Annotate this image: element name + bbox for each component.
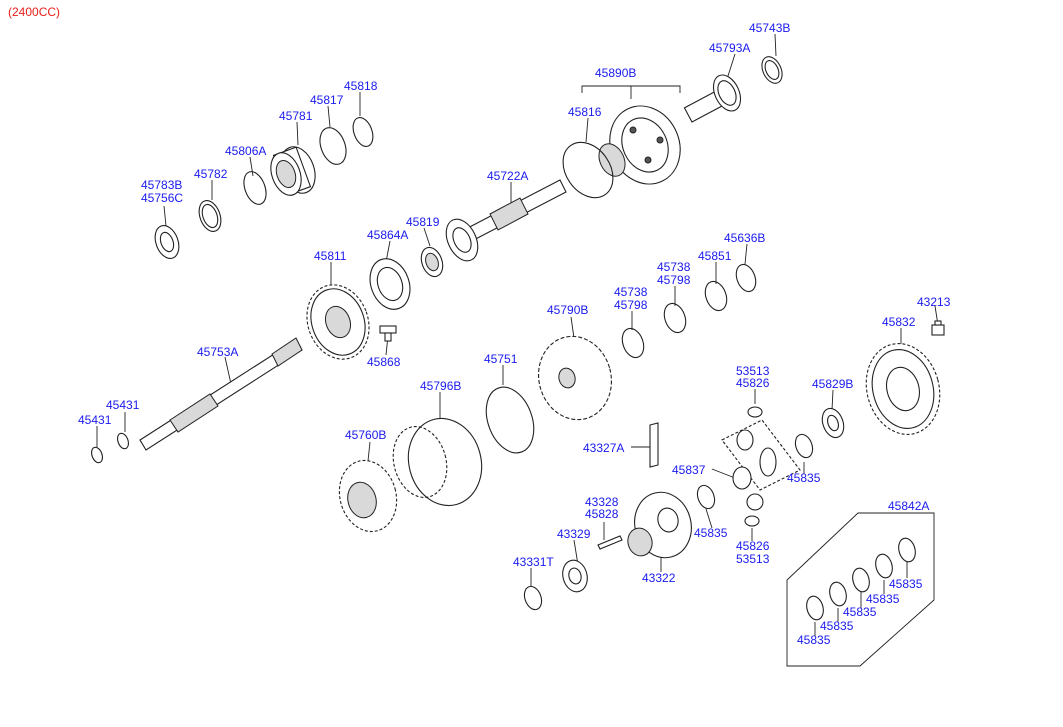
- gear-45811[interactable]: [297, 276, 379, 368]
- label-45826-upper[interactable]: 45826: [736, 376, 770, 390]
- washer-45826a[interactable]: [747, 406, 763, 418]
- label-45835-kit-2[interactable]: 45835: [866, 592, 900, 606]
- label-45753A[interactable]: 45753A: [197, 345, 239, 359]
- label-43329[interactable]: 43329: [557, 527, 591, 541]
- ring-45806A[interactable]: [240, 169, 270, 208]
- label-45835-kit-4[interactable]: 45835: [820, 619, 854, 633]
- drum-45790B[interactable]: [529, 328, 620, 428]
- label-45811[interactable]: 45811: [314, 249, 347, 263]
- label-45796B[interactable]: 45796B: [420, 379, 462, 393]
- label-45431-left[interactable]: 45431: [78, 413, 112, 427]
- bolt-45868[interactable]: [379, 325, 397, 342]
- ring-45816[interactable]: [553, 133, 623, 207]
- gear-45743B-snap-ring[interactable]: [758, 54, 786, 87]
- label-45798-lower[interactable]: 45798: [614, 298, 648, 312]
- washer-45738b[interactable]: [660, 300, 689, 335]
- label-43327A[interactable]: 43327A: [583, 441, 625, 455]
- washer-45826b[interactable]: [744, 515, 760, 527]
- label-45835-kit-3[interactable]: 45835: [843, 605, 877, 619]
- hub-45781[interactable]: [265, 142, 321, 199]
- label-45781[interactable]: 45781: [279, 109, 313, 123]
- label-45636B[interactable]: 45636B: [724, 231, 766, 245]
- label-45835-kit-5[interactable]: 45835: [797, 633, 831, 647]
- label-45826-lower[interactable]: 45826: [736, 539, 770, 553]
- pin-43328[interactable]: [597, 535, 623, 550]
- label-45431-right[interactable]: 45431: [106, 398, 140, 412]
- label-45722A[interactable]: 45722A: [487, 169, 529, 183]
- case-43322[interactable]: [625, 486, 699, 564]
- washer-45783B[interactable]: [151, 222, 183, 261]
- label-45832[interactable]: 45832: [882, 315, 916, 329]
- ring-45782[interactable]: [195, 198, 225, 235]
- gear-45760B[interactable]: [332, 454, 405, 538]
- snap-ring-45431b[interactable]: [116, 432, 131, 450]
- washer-45636B[interactable]: [733, 262, 759, 294]
- label-45751[interactable]: 45751: [484, 352, 518, 366]
- label-45790B[interactable]: 45790B: [547, 303, 589, 317]
- pin-43327A[interactable]: [649, 422, 659, 468]
- label-45806A[interactable]: 45806A: [225, 144, 267, 158]
- washer-45851[interactable]: [701, 278, 730, 313]
- label-45782[interactable]: 45782: [194, 167, 228, 181]
- washer-45738a[interactable]: [618, 325, 647, 360]
- label-45864A[interactable]: 45864A: [367, 228, 409, 242]
- label-45783B[interactable]: 45783B: [141, 178, 183, 192]
- label-45738-upper[interactable]: 45738: [657, 260, 691, 274]
- gear-set-45837[interactable]: [721, 419, 801, 511]
- washer-45835b[interactable]: [694, 483, 717, 511]
- snap-ring-45751[interactable]: [478, 381, 543, 460]
- label-43328[interactable]: 43328: [585, 495, 619, 509]
- washer-45835a[interactable]: [792, 432, 815, 460]
- label-45793A[interactable]: 45793A: [709, 41, 751, 55]
- snap-ring-45817[interactable]: [315, 124, 351, 168]
- label-45816[interactable]: 45816: [568, 105, 602, 119]
- label-45819[interactable]: 45819: [406, 215, 440, 229]
- label-45890B[interactable]: 45890B: [595, 66, 637, 80]
- label-45798-upper[interactable]: 45798: [657, 273, 691, 287]
- label-43213[interactable]: 43213: [917, 295, 951, 309]
- label-43331T[interactable]: 43331T: [513, 555, 554, 569]
- label-45738-lower[interactable]: 45738: [614, 285, 648, 299]
- snap-ring-45431a[interactable]: [90, 446, 105, 464]
- label-45842A[interactable]: 45842A: [888, 499, 930, 513]
- label-45829B[interactable]: 45829B: [812, 377, 854, 391]
- label-45760B[interactable]: 45760B: [345, 428, 387, 442]
- bearing-43329[interactable]: [559, 557, 590, 594]
- label-45837[interactable]: 45837: [672, 463, 706, 477]
- shaft-45722A[interactable]: [440, 179, 567, 266]
- shim-kit-45842A[interactable]: [804, 536, 918, 621]
- label-53513-upper[interactable]: 53513: [736, 364, 770, 378]
- label-45851[interactable]: 45851: [698, 249, 732, 263]
- label-45817[interactable]: 45817: [310, 93, 344, 107]
- label-45835-kit-1[interactable]: 45835: [889, 577, 923, 591]
- label-45835-diff-left[interactable]: 45835: [694, 526, 728, 540]
- label-45868[interactable]: 45868: [367, 355, 401, 369]
- drum-45796B[interactable]: [386, 410, 492, 514]
- label-43322[interactable]: 43322: [642, 571, 676, 585]
- label-45828[interactable]: 45828: [585, 507, 619, 521]
- gear-45793A-output-gear[interactable]: [683, 71, 745, 123]
- bolt-43213[interactable]: [931, 320, 945, 336]
- ring-gear-45832[interactable]: [856, 335, 949, 443]
- engine-variant-caption: (2400CC): [8, 5, 61, 19]
- bearing-45864A[interactable]: [363, 253, 416, 315]
- carrier-45890B[interactable]: [594, 94, 693, 195]
- label-45756C[interactable]: 45756C: [141, 191, 184, 205]
- label-45835-diff-right[interactable]: 45835: [787, 471, 821, 485]
- nut-45819[interactable]: [417, 244, 446, 279]
- bearing-45829B[interactable]: [818, 405, 847, 440]
- label-45818[interactable]: 45818: [344, 79, 378, 93]
- washer-43331T[interactable]: [521, 584, 544, 612]
- label-53513-lower[interactable]: 53513: [736, 552, 770, 566]
- snap-ring-45818[interactable]: [349, 115, 376, 149]
- label-45743B[interactable]: 45743B: [749, 21, 791, 35]
- shaft-45753A[interactable]: [139, 337, 303, 451]
